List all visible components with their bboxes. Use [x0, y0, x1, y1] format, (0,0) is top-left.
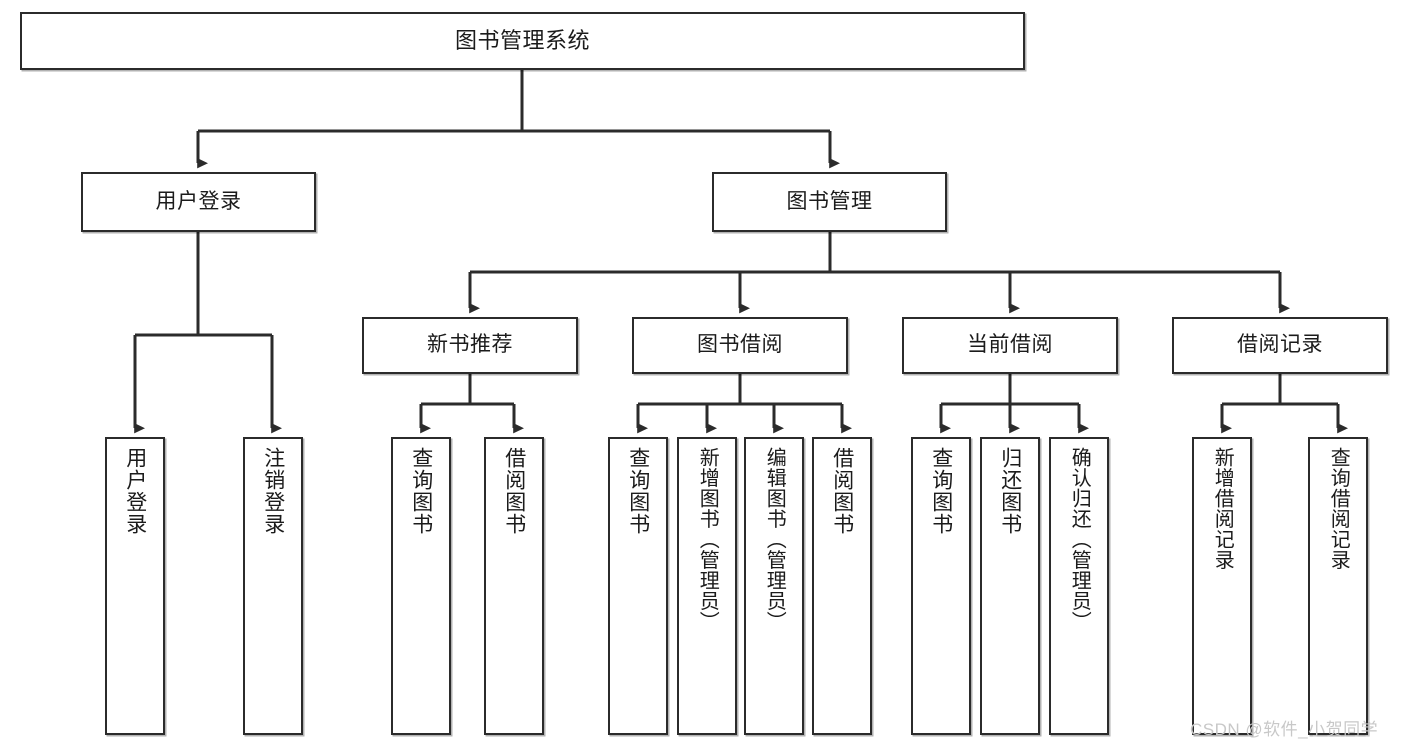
- node-label: 新增借阅记录: [1211, 447, 1234, 570]
- leaf-current-query-book[interactable]: 查询图书: [911, 437, 971, 735]
- leaf-borrow-edit-book-admin[interactable]: 编辑图书（管理员）: [744, 437, 804, 735]
- node-label: 查询借阅记录: [1327, 447, 1350, 570]
- leaf-current-return-book[interactable]: 归还图书: [980, 437, 1040, 735]
- node-label: 编辑图书（管理员）: [763, 447, 786, 632]
- node-book-management[interactable]: 图书管理: [712, 172, 947, 232]
- leaf-user-logout[interactable]: 注销登录: [243, 437, 303, 735]
- node-label: 确认归还（管理员）: [1068, 447, 1091, 632]
- node-root-system[interactable]: 图书管理系统: [20, 12, 1025, 70]
- node-label: 新书推荐: [427, 333, 513, 357]
- node-user-login[interactable]: 用户登录: [81, 172, 316, 232]
- node-label: 查询图书: [626, 447, 650, 535]
- node-label: 图书管理: [786, 189, 873, 213]
- leaf-current-confirm-return-admin[interactable]: 确认归还（管理员）: [1049, 437, 1109, 735]
- node-label: 注销登录: [261, 447, 285, 535]
- leaf-borrow-add-book-admin[interactable]: 新增图书（管理员）: [677, 437, 737, 735]
- node-label: 归还图书: [998, 447, 1022, 535]
- node-label: 当前借阅: [967, 333, 1053, 357]
- node-book-borrow[interactable]: 图书借阅: [632, 317, 848, 374]
- node-label: 查询图书: [409, 447, 433, 535]
- leaf-borrow-query-book[interactable]: 查询图书: [608, 437, 668, 735]
- node-current-borrow[interactable]: 当前借阅: [902, 317, 1118, 374]
- node-label: 新增图书（管理员）: [696, 447, 719, 632]
- node-label: 用户登录: [123, 447, 147, 535]
- leaf-recommend-borrow-book[interactable]: 借阅图书: [484, 437, 544, 735]
- leaf-recommend-query-book[interactable]: 查询图书: [391, 437, 451, 735]
- node-borrow-record[interactable]: 借阅记录: [1172, 317, 1388, 374]
- node-label: 图书管理系统: [454, 28, 590, 54]
- node-new-book-recommend[interactable]: 新书推荐: [362, 317, 578, 374]
- csdn-watermark: CSDN @软件_小贺同学: [1190, 720, 1379, 739]
- node-label: 借阅图书: [830, 447, 854, 535]
- node-label: 用户登录: [155, 189, 242, 213]
- leaf-record-add[interactable]: 新增借阅记录: [1192, 437, 1252, 735]
- node-label: 借阅记录: [1237, 333, 1323, 357]
- node-label: 查询图书: [929, 447, 953, 535]
- leaf-record-query[interactable]: 查询借阅记录: [1308, 437, 1368, 735]
- leaf-borrow-lend-book[interactable]: 借阅图书: [812, 437, 872, 735]
- node-label: 图书借阅: [697, 333, 783, 357]
- leaf-user-login[interactable]: 用户登录: [105, 437, 165, 735]
- node-label: 借阅图书: [502, 447, 526, 535]
